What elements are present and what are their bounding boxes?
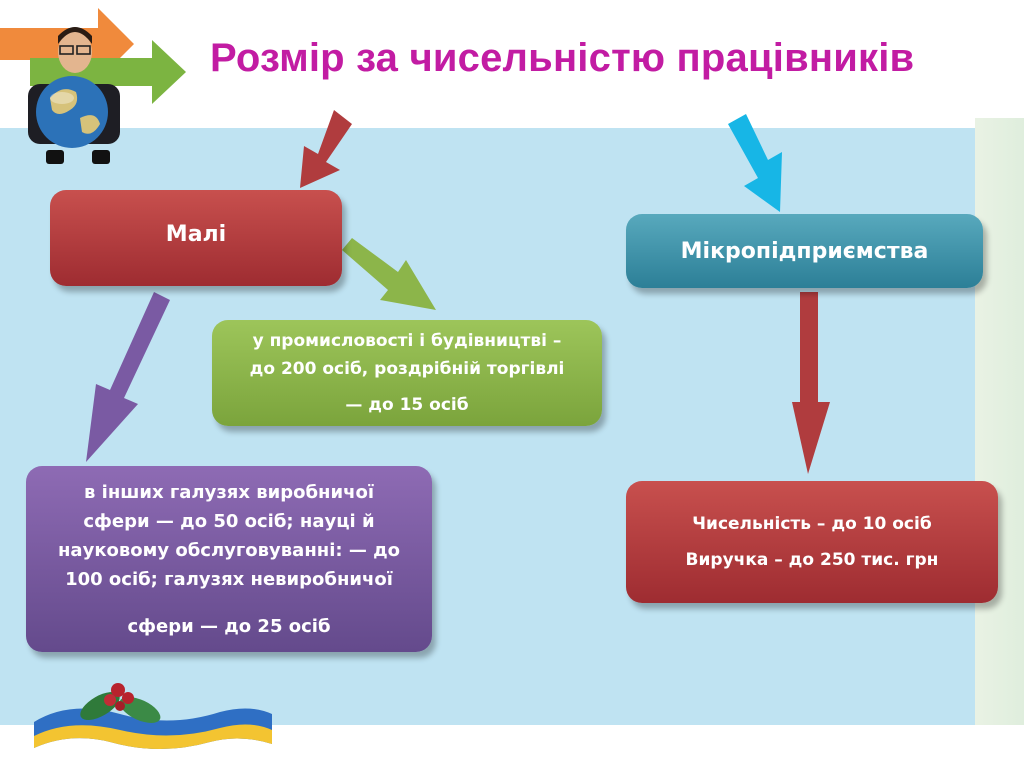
node-text-line: в інших галузях виробничої — [84, 478, 374, 507]
arrow-into-micro — [728, 114, 782, 212]
node-micro-label: Мікропідприємства — [681, 239, 929, 264]
node-text-line: Чисельність – до 10 осіб — [692, 506, 931, 542]
arrow-micro-down — [792, 292, 830, 474]
node-mali: Малі — [50, 190, 342, 286]
node-other-sectors: в інших галузях виробничої сфери — до 50… — [26, 466, 432, 652]
node-text-line: 100 осіб; галузях невиробничої — [65, 565, 393, 594]
arrow-mali-to-green — [342, 238, 436, 310]
node-text-line: у промисловості і будівництві – — [253, 327, 562, 355]
arrow-into-mali — [300, 110, 352, 188]
node-text-line: сфери — до 50 осіб; науці й — [83, 507, 374, 536]
arrow-mali-to-purple — [86, 292, 170, 462]
node-mali-label: Малі — [166, 222, 226, 247]
node-text-line: — до 15 осіб — [345, 391, 468, 419]
node-micro-criteria: Чисельність – до 10 осіб Виручка – до 25… — [626, 481, 998, 603]
page-title: Розмір за чисельністю працівників — [210, 36, 1010, 81]
node-text-line: до 200 осіб, роздрібній торгівлі — [250, 355, 565, 383]
node-text-line: сфери — до 25 осіб — [127, 612, 330, 641]
node-micro: Мікропідприємства — [626, 214, 983, 288]
node-industry-construction: у промисловості і будівництві – до 200 о… — [212, 320, 602, 426]
node-text-line: Виручка – до 250 тис. грн — [686, 542, 939, 578]
node-text-line: науковому обслуговуванні: — до — [58, 536, 400, 565]
